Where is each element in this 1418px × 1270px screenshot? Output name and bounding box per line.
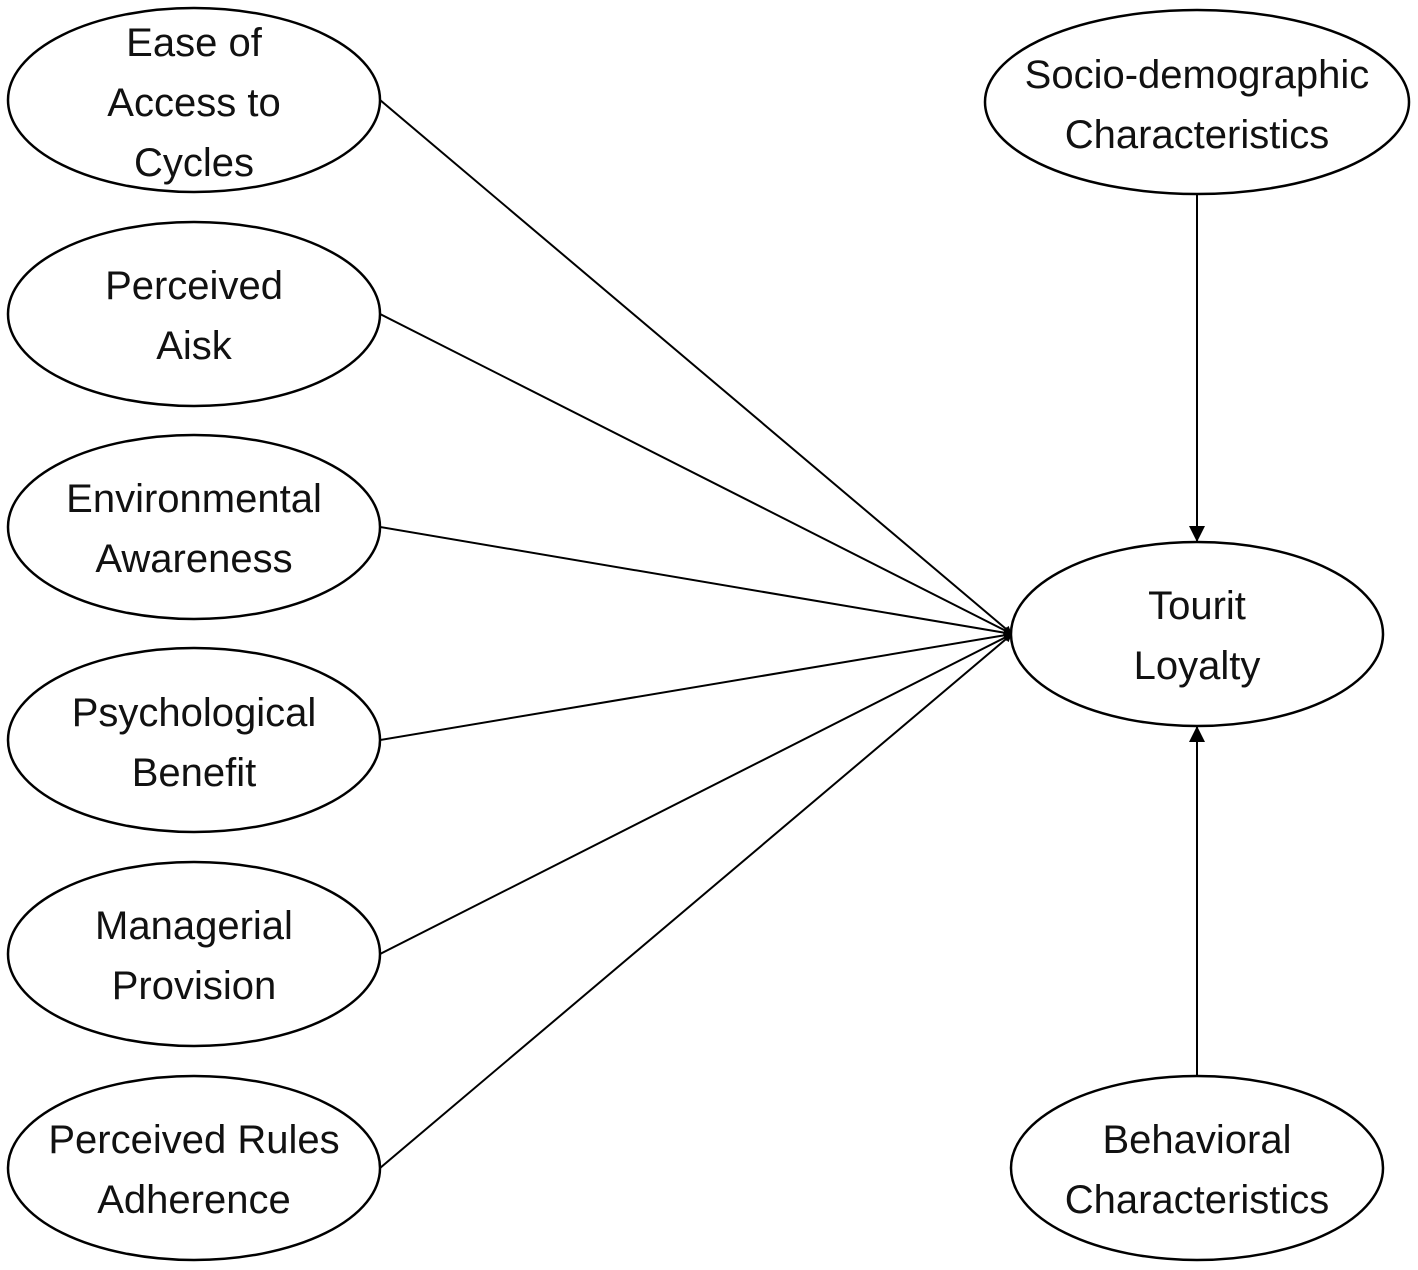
node-psychological-benefit-line-2: Benefit xyxy=(132,751,257,795)
edge-perceived-risk-to-tourist-loyalty xyxy=(379,313,1013,635)
node-psychological-benefit: Psychological Benefit xyxy=(6,646,382,834)
edge-environmental-awareness-to-tourist-loyalty xyxy=(379,526,1013,637)
node-perceived-rules-adherence: Perceived Rules Adherence xyxy=(6,1074,382,1262)
edge-psychological-benefit-to-tourist-loyalty xyxy=(379,631,1013,741)
node-socio-demographic-line-2: Characteristics xyxy=(1065,113,1330,157)
node-managerial-provision: Managerial Provision xyxy=(6,860,382,1048)
edges-layer xyxy=(379,99,1205,1169)
node-perceived-rules-adherence-line-1: Perceived Rules xyxy=(48,1118,339,1162)
node-ease-of-access-line-1: Ease of xyxy=(126,21,263,65)
node-behavioral-line-1: Behavioral xyxy=(1102,1118,1291,1162)
node-behavioral-line-2: Characteristics xyxy=(1065,1178,1330,1222)
edge-perceived-rules-adherence-to-tourist-loyalty xyxy=(379,633,1013,1169)
node-managerial-provision-line-1: Managerial xyxy=(95,904,293,948)
node-ease-of-access: Ease of Access to Cycles xyxy=(6,6,382,194)
node-tourist-loyalty-line-2: Loyalty xyxy=(1134,644,1261,688)
node-managerial-provision-line-2: Provision xyxy=(112,964,277,1008)
node-environmental-awareness: Environmental Awareness xyxy=(6,433,382,621)
node-perceived-risk: Perceived Aisk xyxy=(6,220,382,408)
node-socio-demographic: Socio-demographic Characteristics xyxy=(983,8,1411,196)
node-perceived-risk-line-2: Aisk xyxy=(156,324,233,368)
node-tourist-loyalty-line-1: Tourit xyxy=(1148,584,1246,628)
node-behavioral: Behavioral Characteristics xyxy=(1009,1074,1385,1262)
node-perceived-rules-adherence-line-2: Adherence xyxy=(97,1178,290,1222)
node-perceived-risk-line-1: Perceived xyxy=(105,264,283,308)
node-ease-of-access-line-2: Access to xyxy=(107,81,280,125)
edge-managerial-provision-to-tourist-loyalty xyxy=(379,633,1013,955)
node-socio-demographic-line-1: Socio-demographic xyxy=(1025,53,1370,97)
node-tourist-loyalty: Tourit Loyalty xyxy=(1009,540,1385,728)
node-psychological-benefit-line-1: Psychological xyxy=(72,691,317,735)
node-environmental-awareness-line-2: Awareness xyxy=(95,537,292,581)
node-ease-of-access-line-3: Cycles xyxy=(134,141,254,185)
edge-ease-of-access-to-tourist-loyalty xyxy=(379,99,1013,635)
node-environmental-awareness-line-1: Environmental xyxy=(66,477,322,521)
